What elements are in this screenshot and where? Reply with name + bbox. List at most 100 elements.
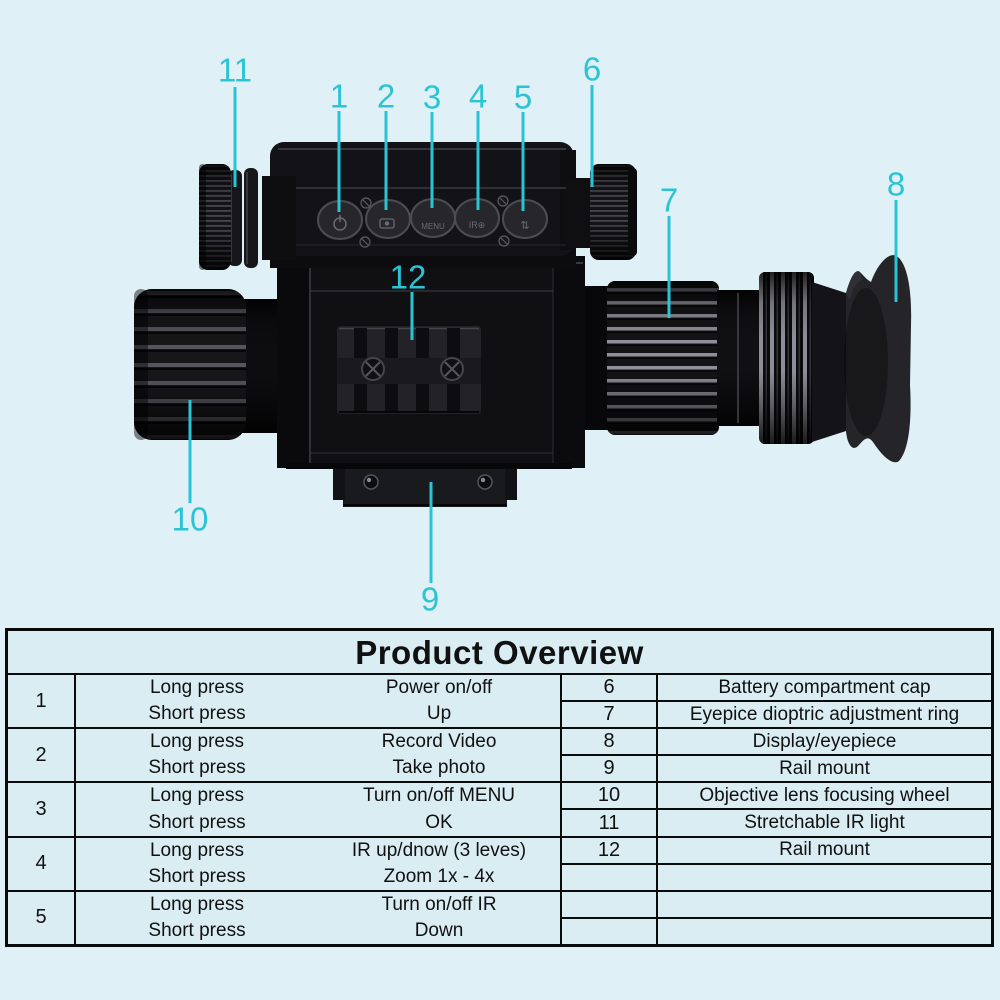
part-desc-cell (658, 892, 991, 917)
callout-number-8: 8 (886, 165, 906, 203)
press-type-cell: Long press (149, 893, 244, 915)
product-overview-table: Product Overview 1 Long press Power on/o… (5, 628, 994, 947)
svg-text:⇅: ⇅ (520, 220, 529, 232)
part-desc-cell: Display/eyepiece (752, 730, 897, 752)
callout-line-11 (233, 87, 237, 187)
part-number-cell (562, 864, 658, 890)
part-number-cell: 4 (8, 837, 76, 890)
part-desc-cell (658, 919, 991, 944)
side-rail-mount (337, 326, 481, 414)
table-row: 12 Rail mount (562, 837, 991, 865)
deck-screw (359, 195, 510, 248)
callout-number-5: 5 (513, 78, 533, 116)
callout-line-2 (384, 111, 388, 210)
callout-number-1: 1 (329, 77, 349, 115)
mount-screw (363, 474, 379, 490)
part-desc-cell: Rail mount (779, 757, 870, 779)
table-row: 5 Long press Turn on/off IR Short press … (8, 891, 560, 945)
part-number-cell: 10 (562, 783, 658, 809)
table-row: 8 Display/eyepiece (562, 729, 991, 757)
mount-screw (477, 474, 493, 490)
svg-text:IR⊕: IR⊕ (469, 220, 486, 230)
table-row: 1 Long press Power on/off Short press Up (8, 675, 560, 730)
function-cell: OK (425, 811, 453, 833)
function-cell: Turn on/off MENU (362, 785, 516, 807)
table-row: 11 Stretchable IR light (562, 810, 991, 838)
callout-number-7: 7 (659, 181, 679, 219)
part-number-cell: 12 (562, 837, 658, 863)
function-cell: Record Video (381, 731, 497, 753)
table-row (562, 891, 991, 919)
callout-number-3: 3 (422, 78, 442, 116)
part-desc-cell: Eyepice dioptric adjustment ring (689, 703, 960, 725)
part-number-cell: 5 (8, 891, 76, 945)
part-number-cell: 9 (562, 756, 658, 782)
button-functions-section: 1 Long press Power on/off Short press Up… (8, 675, 560, 945)
callout-number-12: 12 (389, 258, 427, 296)
press-type-cell: Short press (148, 703, 246, 725)
callout-line-1 (337, 111, 341, 212)
device-photo: MENU IR⊕ ⇅ (134, 142, 912, 507)
part-number-cell (562, 918, 658, 944)
callout-line-9 (429, 482, 433, 583)
table-row (562, 918, 991, 944)
press-type-cell: Long press (149, 677, 244, 699)
table-row: 4 Long press IR up/dnow (3 leves) Short … (8, 837, 560, 892)
table-row: 3 Long press Turn on/off MENU Short pres… (8, 783, 560, 838)
function-cell: IR up/dnow (3 leves) (351, 839, 527, 861)
callout-line-6 (590, 85, 594, 187)
part-desc-cell: Rail mount (779, 839, 870, 861)
table-row: 10 Objective lens focusing wheel (562, 783, 991, 811)
part-number-cell: 11 (562, 810, 658, 836)
ir-illuminator (199, 164, 296, 270)
function-cell: Take photo (392, 757, 486, 779)
function-cell: Power on/off (385, 677, 493, 699)
svg-text:MENU: MENU (421, 222, 445, 231)
table-title: Product Overview (8, 631, 991, 675)
press-type-cell: Long press (149, 839, 244, 861)
callout-number-6: 6 (582, 50, 602, 88)
objective-focus-wheel (134, 289, 246, 440)
callout-line-12 (410, 292, 414, 340)
table-row: 7 Eyepice dioptric adjustment ring (562, 702, 991, 730)
eyepiece-assembly (583, 255, 912, 463)
callout-line-8 (894, 200, 898, 302)
part-desc-cell: Battery compartment cap (718, 676, 931, 698)
function-cell: Down (414, 919, 464, 941)
part-number-cell: 6 (562, 675, 658, 701)
function-cell: Turn on/off IR (381, 893, 497, 915)
callout-line-10 (188, 400, 192, 503)
part-number-cell: 1 (8, 675, 76, 728)
eyecup (846, 255, 912, 463)
press-type-cell: Short press (148, 865, 246, 887)
callout-line-4 (476, 111, 480, 210)
battery-cap (566, 164, 637, 260)
part-desc-cell: Stretchable IR light (744, 812, 905, 834)
updown-button: ⇅ (502, 199, 548, 239)
table-row: 9 Rail mount (562, 756, 991, 784)
diopter-ring (607, 281, 719, 435)
press-type-cell: Short press (148, 919, 246, 941)
callout-line-5 (521, 112, 525, 211)
table-body: 1 Long press Power on/off Short press Up… (8, 675, 991, 945)
callout-number-4: 4 (468, 77, 488, 115)
callout-number-2: 2 (376, 77, 396, 115)
objective-assembly (134, 289, 294, 440)
part-desc-cell: Objective lens focusing wheel (699, 784, 950, 806)
part-number-cell: 7 (562, 702, 658, 728)
record-button (365, 199, 411, 239)
control-buttons: MENU IR⊕ ⇅ (317, 195, 548, 248)
table-row: 6 Battery compartment cap (562, 675, 991, 703)
part-number-cell: 8 (562, 729, 658, 755)
press-type-cell: Long press (149, 731, 244, 753)
part-number-cell: 3 (8, 783, 76, 836)
press-type-cell: Short press (148, 811, 246, 833)
function-cell: Up (426, 703, 452, 725)
callout-line-7 (667, 216, 671, 318)
callout-line-3 (430, 112, 434, 208)
press-type-cell: Short press (148, 757, 246, 779)
parts-list-section: 6 Battery compartment cap 7 Eyepice diop… (560, 675, 991, 944)
part-number-cell (562, 891, 658, 917)
part-number-cell: 2 (8, 729, 76, 782)
